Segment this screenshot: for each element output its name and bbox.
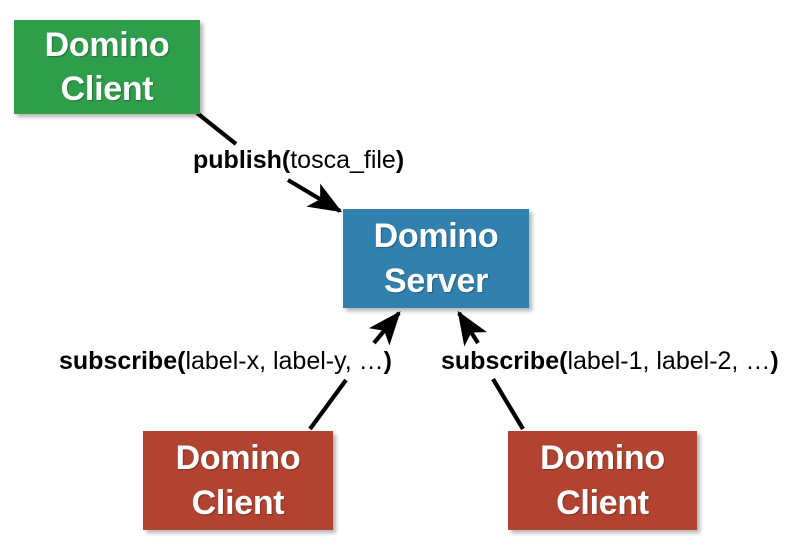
edge-label-publish-close: ) bbox=[395, 146, 405, 174]
edge-publish-segment-upper bbox=[195, 111, 238, 146]
node-domino-client-subscriber-left[interactable]: Domino Client bbox=[143, 431, 333, 530]
node-label-line1: Domino bbox=[44, 25, 170, 64]
edge-subscribe-right-segment-upper bbox=[457, 310, 487, 347]
node-label-line2: Client bbox=[60, 70, 154, 108]
edge-label-subscribe-left-args: label-x, label-y, … bbox=[185, 347, 384, 375]
node-label-line2: Client bbox=[556, 483, 649, 522]
edge-subscribe-right-segment-lower bbox=[491, 377, 525, 431]
edge-label-publish-call: publish( bbox=[193, 146, 291, 174]
edge-label-subscribe-right-close: ) bbox=[770, 347, 779, 375]
edge-label-subscribe-left: subscribe(label-x, label-y, …) bbox=[58, 347, 393, 376]
node-label-line1: Domino bbox=[540, 439, 665, 478]
edge-label-publish: publish(tosca_file) bbox=[192, 146, 406, 175]
node-domino-client-subscriber-right[interactable]: Domino Client bbox=[508, 431, 697, 530]
edge-label-subscribe-left-close: ) bbox=[383, 347, 392, 375]
node-domino-server[interactable]: Domino Server bbox=[343, 209, 529, 308]
edge-label-subscribe-right-call: subscribe( bbox=[441, 347, 568, 375]
node-domino-client-publisher[interactable]: Domino Client bbox=[14, 20, 200, 114]
node-label-line2: Client bbox=[191, 483, 285, 522]
edge-label-subscribe-right-args: label-1, label-2, … bbox=[567, 347, 771, 375]
edge-label-subscribe-left-call: subscribe( bbox=[59, 347, 186, 375]
node-label-line1: Domino bbox=[373, 217, 499, 256]
edge-label-publish-args: tosca_file bbox=[290, 146, 396, 174]
node-label-line2: Server bbox=[383, 261, 489, 300]
edge-subscribe-left-segment-lower bbox=[308, 378, 348, 431]
edge-publish-segment-lower bbox=[286, 178, 343, 213]
edge-label-subscribe-right: subscribe(label-1, label-2, …) bbox=[440, 347, 780, 376]
edge-subscribe-left-segment-upper bbox=[368, 311, 401, 346]
node-label-line1: Domino bbox=[175, 439, 301, 478]
